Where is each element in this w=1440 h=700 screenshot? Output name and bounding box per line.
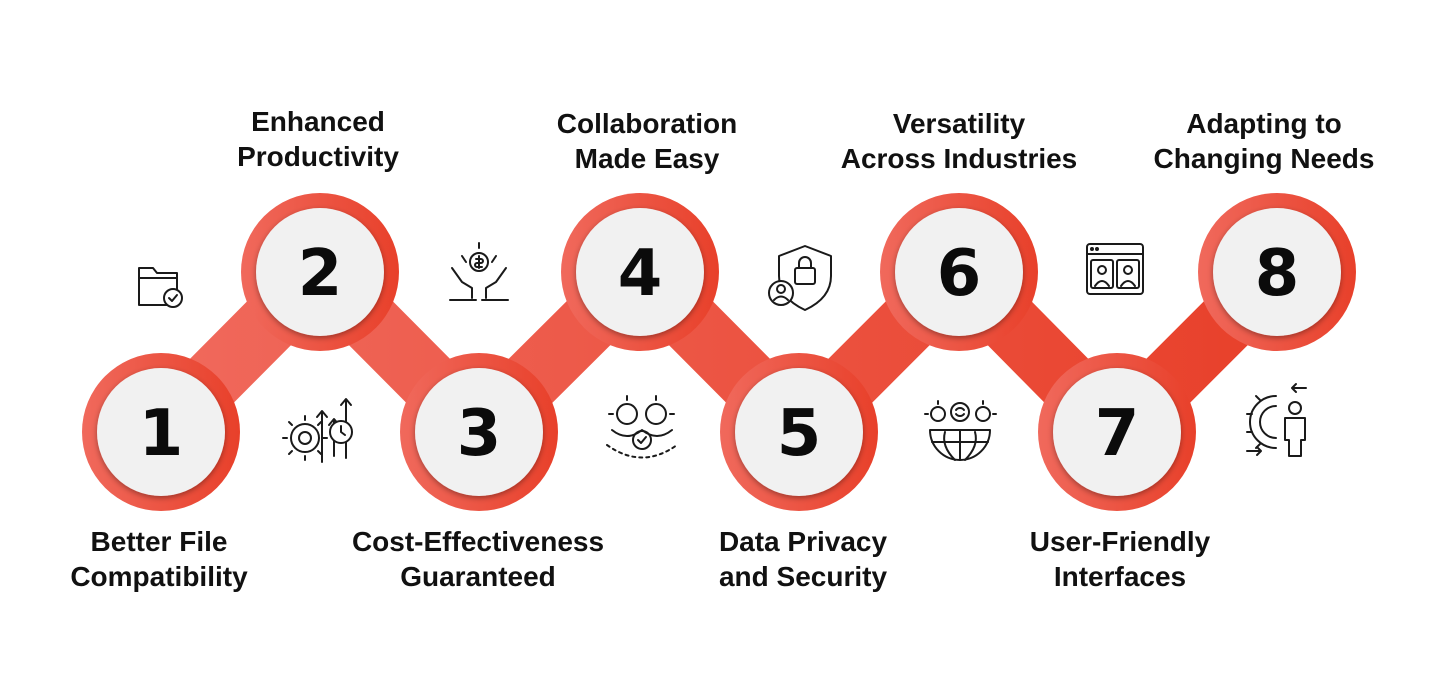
- label-line: User-Friendly: [1029, 526, 1211, 557]
- step-circle-7: 7: [1053, 368, 1181, 496]
- step-circle-6: 6: [895, 208, 1023, 336]
- shield-lock-user-icon: [768, 245, 832, 311]
- step-number: 5: [777, 397, 822, 471]
- step-number: 3: [457, 397, 502, 471]
- step-number: 4: [618, 237, 663, 311]
- step-label-3: Cost-Effectiveness Guaranteed: [328, 524, 628, 594]
- step-label-4: Collaboration Made Easy: [497, 106, 797, 176]
- step-label-6: Versatility Across Industries: [809, 106, 1109, 176]
- step-number: 6: [937, 237, 982, 311]
- browser-users-icon: [1086, 243, 1144, 295]
- hands-dollar-icon: [449, 242, 509, 301]
- step-label-7: User-Friendly Interfaces: [970, 524, 1270, 594]
- step-circle-8: 8: [1213, 208, 1341, 336]
- gear-person-arrows-icon: [1246, 383, 1307, 457]
- step-number: 8: [1255, 237, 1300, 311]
- label-line: Cost-Effectiveness: [351, 526, 605, 557]
- step-number: 2: [298, 237, 343, 311]
- step-circle-5: 5: [735, 368, 863, 496]
- label-line: Versatility: [892, 108, 1026, 139]
- step-label-2: Enhanced Productivity: [168, 104, 468, 174]
- label-line: Changing Needs: [1153, 143, 1375, 174]
- label-line: Made Easy: [574, 143, 720, 174]
- label-line: Compatibility: [70, 561, 248, 592]
- step-circle-4: 4: [576, 208, 704, 336]
- step-label-5: Data Privacy and Security: [653, 524, 953, 594]
- label-line: Productivity: [237, 141, 399, 172]
- label-line: and Security: [718, 561, 888, 592]
- step-circle-1: 1: [97, 368, 225, 496]
- label-line: Collaboration: [556, 108, 738, 139]
- label-line: Enhanced: [251, 106, 385, 137]
- step-number: 7: [1095, 397, 1140, 471]
- label-line: Adapting to: [1186, 108, 1342, 139]
- label-line: Data Privacy: [718, 526, 888, 557]
- label-line: Across Industries: [840, 143, 1078, 174]
- label-line: Interfaces: [1053, 561, 1187, 592]
- label-line: Better File: [90, 526, 228, 557]
- globe-gears-icon: [924, 400, 997, 461]
- step-circle-2: 2: [256, 208, 384, 336]
- folder-check-icon: [138, 267, 183, 308]
- step-label-1: Better File Compatibility: [9, 524, 309, 594]
- label-line: Guaranteed: [400, 561, 556, 592]
- gear-clock-growth-icon: [282, 398, 353, 463]
- step-label-8: Adapting to Changing Needs: [1114, 106, 1414, 176]
- step-number: 1: [139, 397, 184, 471]
- step-circle-3: 3: [415, 368, 543, 496]
- team-gears-check-icon: [606, 395, 678, 459]
